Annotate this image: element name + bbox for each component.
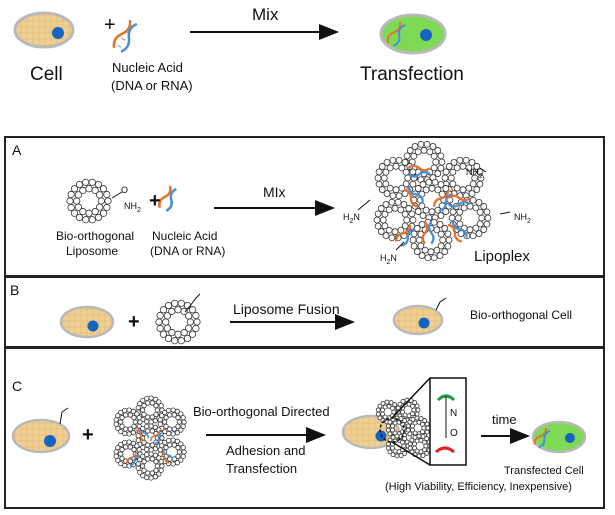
- liposome-icon: [135, 451, 165, 481]
- fusion-label: Liposome Fusion: [233, 301, 340, 317]
- adhesion-label: Adhesion and: [226, 443, 306, 458]
- zoom-inset: [391, 377, 467, 466]
- transfected-cell-c: [531, 420, 587, 454]
- dna-helix-icon: [447, 220, 468, 243]
- transfection-label: Transfection: [360, 64, 464, 85]
- nucleic-acid-sublabel-a: (DNA or RNA): [150, 244, 226, 258]
- nh2-label: NH2: [124, 201, 141, 214]
- nucleus-icon: [52, 27, 64, 39]
- top-cell: [13, 11, 75, 49]
- liposome-a: [66, 178, 112, 224]
- time-label: time: [492, 412, 517, 427]
- dna-helix-icon: [403, 185, 424, 208]
- nucleus-icon: [87, 320, 99, 332]
- plus-sign: +: [104, 14, 116, 36]
- panel-c-frame: [4, 347, 605, 509]
- liposome-b: [155, 299, 201, 345]
- nucleic-acid-sublabel: (DNA or RNA): [111, 78, 193, 93]
- liposome-icon: [409, 218, 453, 262]
- inset-n-label: N: [450, 408, 458, 419]
- cell-c-left: [11, 407, 71, 454]
- nucleic-acid-label-a: Nucleic Acid: [152, 229, 218, 243]
- transfected-cell-sublabel: (High Viability, Efficiency, Inexpensive…: [385, 481, 572, 493]
- dna-helix-icon: [112, 19, 138, 53]
- nucleus-icon: [420, 29, 432, 41]
- mix-label-a: MIx: [263, 184, 286, 200]
- nucleus-icon: [44, 435, 56, 447]
- dna-helix-icon: [432, 189, 454, 212]
- dna-helix-icon: [407, 164, 431, 178]
- inset-o-label: O: [450, 428, 458, 439]
- lipoplex-label: Lipoplex: [474, 248, 530, 265]
- liposome-label: Bio-orthogonal: [56, 229, 135, 243]
- dna-helix-icon: [135, 427, 150, 442]
- liposome-sublabel: Liposome: [66, 244, 119, 258]
- dna-helix-icon: [149, 429, 164, 445]
- panel-b-letter: B: [10, 282, 20, 298]
- linker-a: [111, 191, 123, 199]
- liposome-icon: [113, 407, 143, 437]
- h2n-label: H2N: [343, 212, 360, 225]
- liposome-icon: [157, 437, 187, 467]
- nh2-label: NH2: [514, 212, 531, 225]
- dna-helix-icon: [447, 194, 471, 208]
- directed-label: Bio-orthogonal Directed: [193, 404, 330, 419]
- oxygen-label: O: [121, 185, 129, 195]
- liposome-icon: [66, 178, 112, 224]
- transfected-cell-top: [379, 13, 447, 55]
- lipoplex-small: [113, 395, 187, 481]
- panel-c-letter: C: [12, 378, 23, 394]
- cell-b-right: [392, 297, 447, 336]
- transfection-sublabel: Transfection: [226, 461, 298, 476]
- h2n-label: H2N: [380, 253, 397, 266]
- dna-helix-icon: [125, 451, 140, 467]
- panel-a-letter: A: [12, 142, 22, 158]
- nucleic-acid-label: Nucleic Acid: [112, 60, 183, 75]
- linker-b: [184, 293, 201, 313]
- plus-sign-a: +: [149, 190, 161, 212]
- mix-label: Mix: [252, 5, 279, 24]
- dna-helix-icon: [158, 185, 177, 212]
- dna-helix-icon: [421, 221, 435, 245]
- liposome-icon: [155, 299, 201, 345]
- lipoplex: [357, 140, 511, 262]
- nucleus-icon: [418, 317, 430, 329]
- red-linker: [435, 446, 455, 454]
- plus-sign-b: +: [128, 311, 140, 333]
- cell-b-left: [59, 305, 115, 339]
- bio-orthogonal-cell-label: Bio-orthogonal Cell: [470, 308, 573, 322]
- liposome-icon: [157, 407, 187, 437]
- nh2-label: NH2: [466, 167, 483, 180]
- dna-helix-icon: [159, 449, 174, 464]
- plus-sign-c: +: [82, 424, 94, 446]
- nucleus-icon: [565, 433, 575, 443]
- transfected-cell-label: Transfected Cell: [504, 465, 584, 477]
- cell-label: Cell: [30, 64, 63, 85]
- dna-helix-icon: [394, 224, 416, 247]
